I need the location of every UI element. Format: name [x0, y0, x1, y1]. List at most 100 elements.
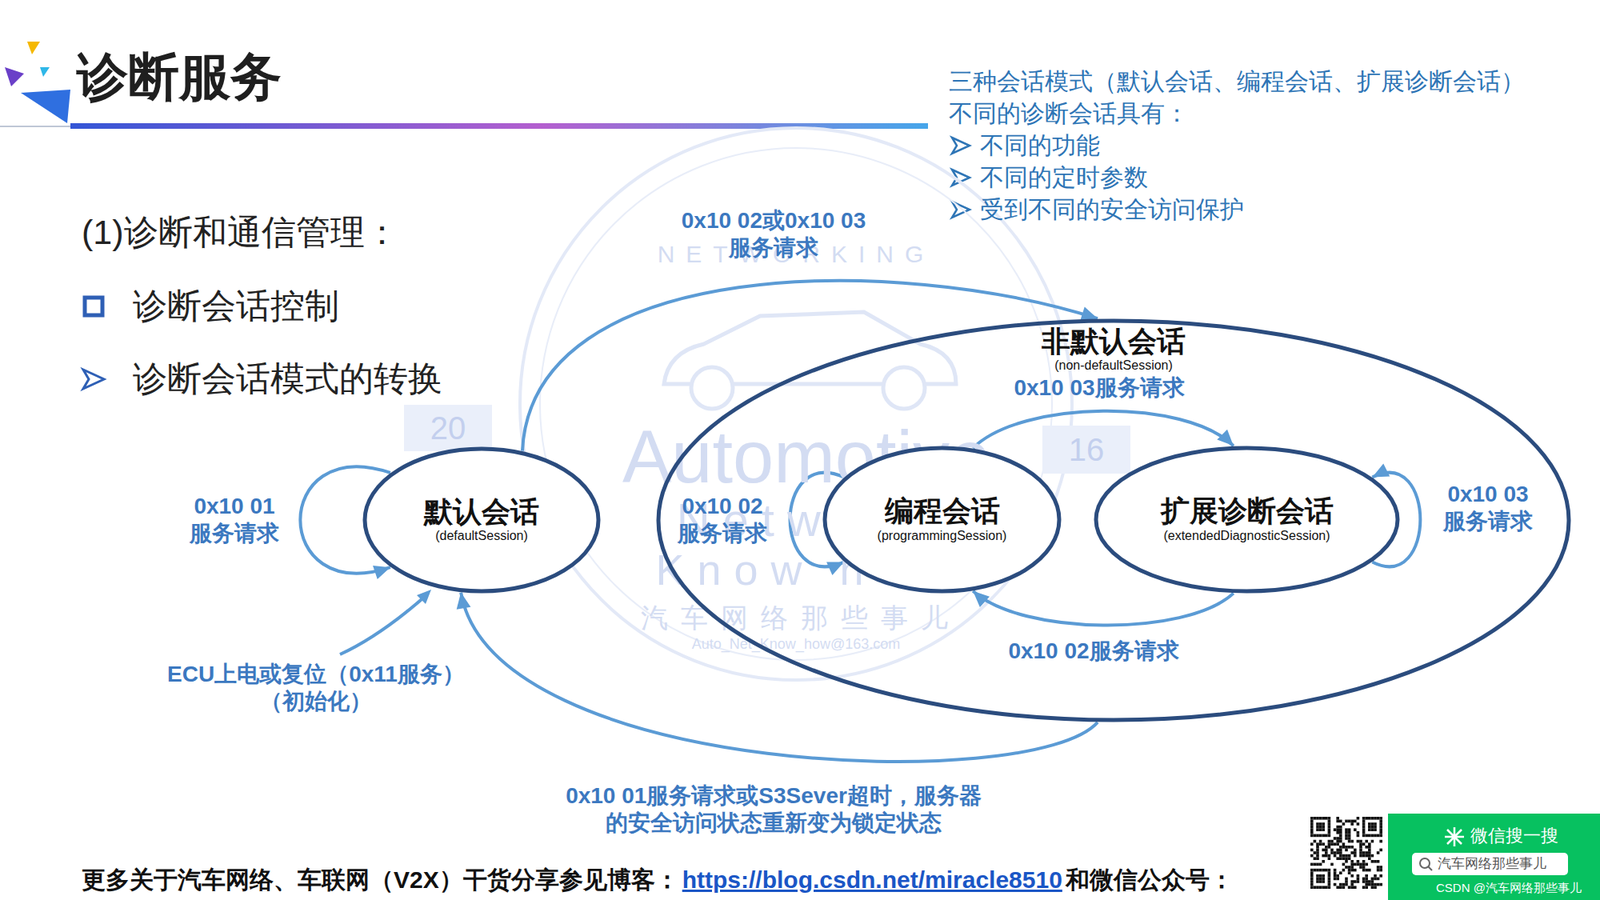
- qr-module: [1350, 880, 1354, 884]
- qr-module: [1339, 854, 1343, 858]
- csdn-credit: CSDN @汽车网络那些事儿: [1436, 880, 1582, 896]
- qr-module: [1350, 874, 1354, 878]
- arrowhead: [1080, 306, 1098, 320]
- qr-module: [1342, 856, 1346, 860]
- session-name: 非默认会话: [1041, 324, 1186, 358]
- qr-module: [1356, 877, 1360, 881]
- qr-module: [1371, 825, 1375, 829]
- ellipse-shape: [658, 320, 1569, 720]
- note-bullet-text: 不同的功能: [980, 131, 1100, 160]
- qr-module: [1324, 868, 1328, 872]
- qr-module: [1339, 834, 1343, 838]
- qr-module: [1324, 854, 1328, 858]
- qr-module: [1342, 885, 1346, 889]
- qr-module: [1316, 885, 1320, 889]
- qr-module: [1376, 877, 1380, 881]
- qr-module: [1316, 825, 1320, 829]
- note-text: 三种会话模式（默认会话、编程会话、扩展诊断会话）: [948, 67, 1525, 96]
- qr-module: [1328, 842, 1332, 846]
- qr-module: [1321, 868, 1325, 872]
- qr-module: [1376, 834, 1380, 838]
- node-text-block: 编程会话(programmingSession): [877, 494, 1008, 544]
- node-text-block: 非默认会话(non-defaultSession): [1041, 324, 1186, 375]
- logo-triangle: [20, 89, 71, 124]
- qr-module: [1348, 828, 1352, 832]
- qr-module: [1324, 848, 1328, 852]
- qr-module: [1328, 822, 1332, 826]
- qr-module: [1319, 874, 1323, 878]
- qr-module: [1316, 834, 1320, 838]
- qr-module: [1371, 816, 1375, 820]
- qr-module: [1350, 822, 1354, 826]
- qr-module: [1348, 820, 1352, 824]
- qr-module: [1368, 883, 1372, 887]
- qr-module: [1379, 840, 1383, 844]
- qr-module: [1333, 874, 1337, 878]
- qr-module: [1368, 868, 1372, 872]
- qr-module: [1344, 845, 1348, 849]
- qr-module: [1328, 885, 1332, 889]
- qr-module: [1350, 845, 1354, 849]
- qr-module: [1328, 820, 1332, 824]
- qr-module: [1319, 863, 1323, 867]
- qr-module: [1339, 848, 1343, 852]
- transition-label: 0x10 02服务请求: [973, 637, 1214, 665]
- qr-module: [1368, 880, 1372, 884]
- qr-module: [1356, 860, 1360, 864]
- qr-module: [1336, 877, 1340, 881]
- qr-module: [1373, 825, 1377, 829]
- qr-module: [1368, 848, 1372, 852]
- qr-module: [1316, 874, 1320, 878]
- qr-module: [1348, 868, 1352, 872]
- qr-module: [1310, 820, 1314, 824]
- qr-module: [1364, 816, 1368, 820]
- qr-module: [1328, 877, 1332, 881]
- qr-module: [1364, 863, 1368, 867]
- qr-module: [1328, 854, 1332, 858]
- wechat-search-icon: [1444, 827, 1464, 847]
- leader-arrow: [340, 595, 427, 655]
- qr-module: [1316, 842, 1320, 846]
- qr-module: [1359, 848, 1363, 852]
- qr-module: [1353, 868, 1357, 872]
- qr-module: [1379, 816, 1383, 820]
- qr-module: [1316, 868, 1320, 872]
- qr-module: [1356, 840, 1360, 844]
- qr-module: [1342, 863, 1346, 867]
- qr-module: [1348, 836, 1352, 840]
- qr-module: [1310, 848, 1314, 852]
- qr-module: [1339, 831, 1343, 835]
- note-bullet-text: 不同的定时参数: [980, 163, 1148, 192]
- qr-module: [1328, 874, 1332, 878]
- qr-module: [1376, 883, 1380, 887]
- search-text: 汽车网络那些事儿: [1437, 856, 1547, 872]
- watermark-text: 汽车网络那些事儿: [640, 601, 961, 635]
- qr-module: [1344, 834, 1348, 838]
- transition-label: 0x10 03服务请求: [979, 374, 1220, 402]
- qr-module: [1321, 848, 1325, 852]
- qr-module: [1344, 831, 1348, 835]
- qr-module: [1379, 831, 1383, 835]
- qr-module: [1321, 828, 1325, 832]
- bullet-text: 诊断会话模式的转换: [132, 358, 443, 400]
- qr-module: [1313, 816, 1317, 820]
- note-bullet-text: 受到不同的安全访问保护: [980, 195, 1244, 224]
- qr-module: [1348, 856, 1352, 860]
- qr-module: [1339, 883, 1343, 887]
- header-rule: [0, 125, 72, 128]
- qr-module: [1313, 851, 1317, 855]
- qr-module: [1359, 842, 1363, 846]
- qr-module: [1324, 845, 1328, 849]
- qr-module: [1379, 865, 1383, 869]
- watermark-text: Auto_Net_Know_how@163.com: [692, 636, 900, 654]
- qr-module: [1364, 885, 1368, 889]
- qr-module: [1316, 822, 1320, 826]
- qr-module: [1379, 834, 1383, 838]
- qr-module: [1344, 836, 1348, 840]
- qr-module: [1379, 822, 1383, 826]
- qr-module: [1321, 842, 1325, 846]
- arrowhead: [1372, 463, 1390, 477]
- qr-module: [1336, 851, 1340, 855]
- qr-module: [1348, 854, 1352, 858]
- qr-module: [1313, 834, 1317, 838]
